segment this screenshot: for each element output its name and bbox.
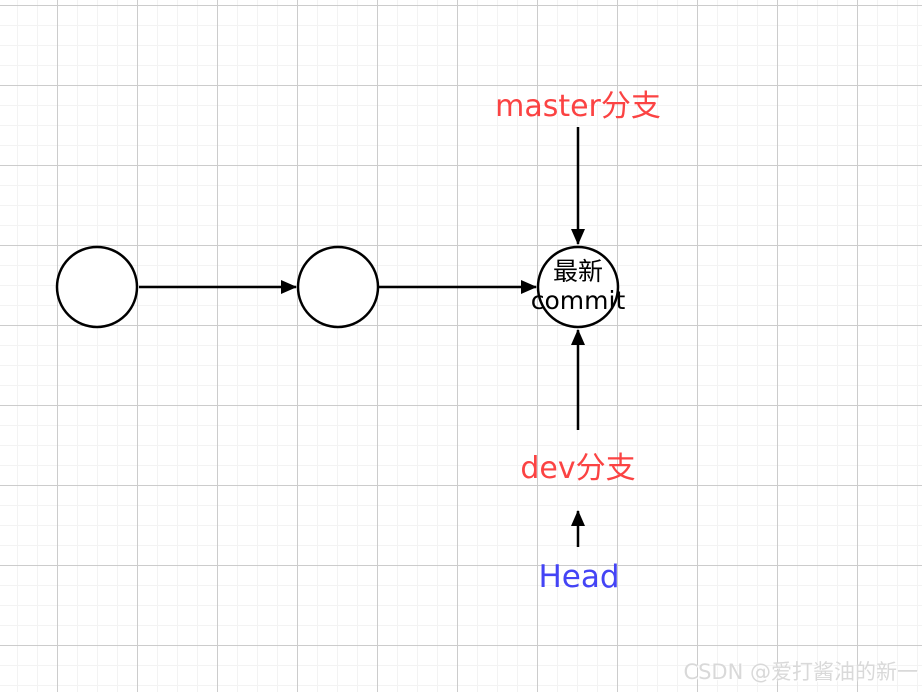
- latest-commit-label: 最新 commit: [531, 257, 626, 315]
- latest-commit-label-line1: 最新: [552, 257, 603, 286]
- latest-commit-label-line2: commit: [530, 286, 626, 315]
- master-branch-label: master分支: [495, 89, 661, 124]
- commit-node-1: [55, 245, 139, 329]
- commit-node-2: [296, 245, 380, 329]
- head-pointer-label: Head: [538, 559, 620, 595]
- dev-branch-label: dev分支: [520, 451, 636, 486]
- commit-node-3-latest: [536, 245, 620, 329]
- csdn-watermark: CSDN @爱打酱油的新一: [683, 660, 918, 684]
